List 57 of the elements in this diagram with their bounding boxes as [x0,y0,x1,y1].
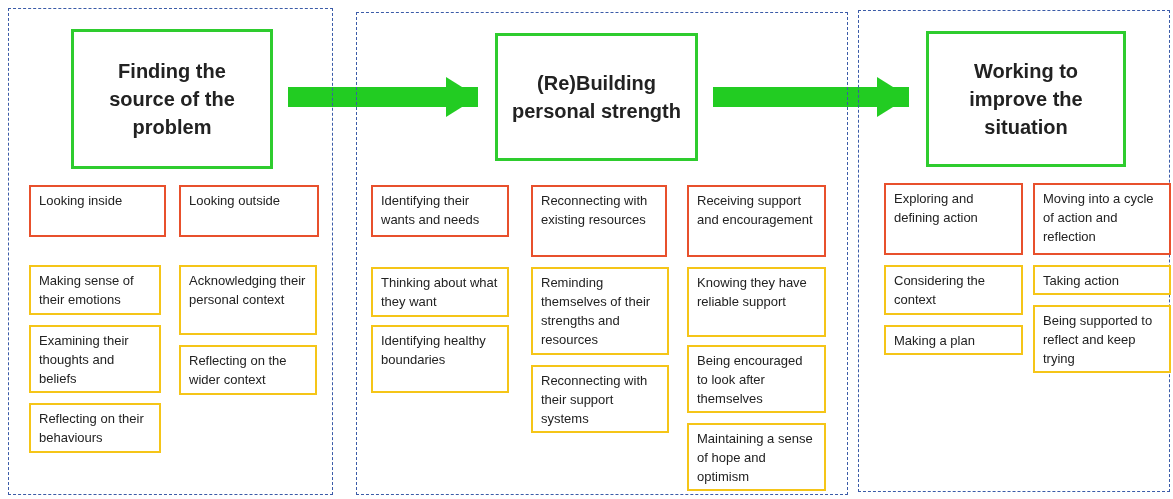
step-box [179,265,317,335]
step-box [884,265,1023,315]
step-box [687,423,826,491]
step-label: Reflecting on their behaviours [39,410,145,447]
step-box [884,325,1023,355]
category-box [884,183,1023,255]
step-label: Identifying healthy boundaries [381,332,487,369]
step-label: Thinking about what they want [381,274,499,311]
step-label: Making a plan [894,332,975,350]
step-label: Acknowledging their personal context [189,272,307,309]
step-box [29,265,161,315]
category-box [371,185,509,237]
dashed-panel [8,8,333,495]
step-box [1033,265,1171,295]
step-label: Reminding themselves of their strengths and resources [541,274,652,349]
category-box [687,185,826,257]
arrow [288,77,478,117]
category-label: Reconnecting with existing resources [541,192,649,229]
stage-title: Finding the source of the problem [108,59,236,140]
step-box [179,345,317,395]
stage-box [71,29,273,169]
step-box [1033,305,1171,373]
category-label: Receiving support and encouragement [697,192,814,229]
step-label: Examining their thoughts and beliefs [39,332,130,388]
step-label: Knowing they have reliable support [697,274,808,311]
category-label: Exploring and defining action [894,190,979,227]
step-label: Reconnecting with their support systems [541,372,649,428]
step-label: Taking action [1043,272,1119,290]
category-label: Looking inside [39,192,123,210]
category-label: Identifying their wants and needs [381,192,481,229]
step-box [531,267,669,355]
stage-box [926,31,1126,167]
dashed-panel [356,12,848,495]
step-box [29,403,161,453]
dashed-panel [858,10,1170,492]
stage-title: (Re)Building personal strength [512,71,681,124]
step-box [687,267,826,337]
category-label: Looking outside [189,192,281,210]
stage-box [495,33,698,161]
category-label: Moving into a cycle of action and reflection [1043,190,1155,246]
arrow [713,77,909,117]
category-box [531,185,667,257]
step-label: Making sense of their emotions [39,272,135,309]
step-box [29,325,161,393]
step-box [371,267,509,317]
step-box [531,365,669,433]
step-label: Being encouraged to look after themselves [697,352,804,408]
step-box [687,345,826,413]
category-box [29,185,166,237]
category-box [179,185,319,237]
step-label: Reflecting on the wider context [189,352,288,389]
step-box [371,325,509,393]
step-label: Considering the context [894,272,987,309]
stage-title: Working to improve the situation [968,59,1084,140]
category-box [1033,183,1171,255]
step-label: Maintaining a sense of hope and optimism [697,430,814,486]
step-label: Being supported to reflect and keep trying [1043,312,1154,368]
